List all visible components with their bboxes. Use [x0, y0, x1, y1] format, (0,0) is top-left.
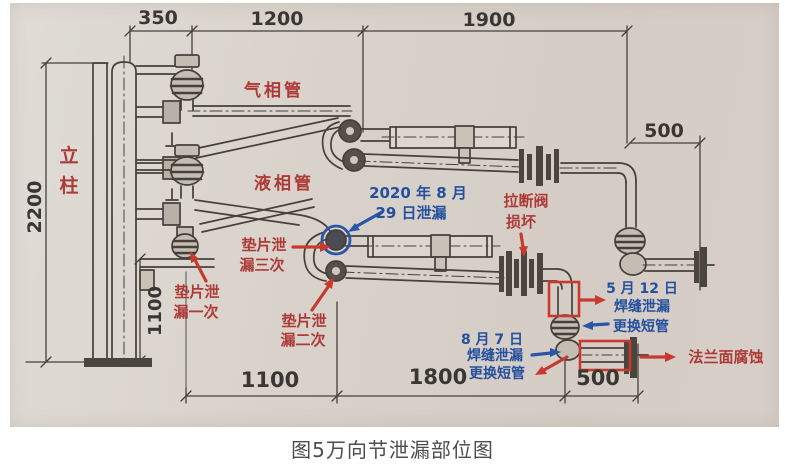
- dim-350: 350: [138, 7, 178, 29]
- label-aug7-2: 焊缝泄漏: [467, 347, 523, 364]
- label-column-char2: 柱: [59, 174, 78, 197]
- blue-leak-labels: 2020 年 8 月 29 日泄漏 5 月 12 日 焊缝泄漏 更换短管 8 月…: [369, 184, 678, 382]
- dimension-lines: [25, 25, 706, 404]
- dim-2200: 2200: [24, 181, 46, 234]
- label-leak2020-1: 2020 年 8 月: [369, 184, 467, 202]
- weld-leak-box-may12: [547, 280, 581, 318]
- label-may12-2: 焊缝泄漏: [614, 298, 670, 315]
- label-aug7-3: 更换短管: [469, 365, 525, 382]
- liquid-yoke: [303, 229, 347, 282]
- red-part-labels: 立 柱 气相管 液相管 垫片泄 漏三次 垫片泄 漏一次 垫片泄 漏二次 拉断阀 …: [59, 80, 763, 366]
- label-breakaway-2: 损坏: [506, 213, 536, 231]
- gas-counterweight: [360, 125, 525, 164]
- dimension-labels: 350 1200 1900 500 2200 1100 1100 1800 50…: [24, 7, 684, 392]
- label-gasket-one-2: 漏一次: [173, 303, 218, 321]
- gas-yoke: [321, 119, 366, 172]
- label-flange-corrosion: 法兰面腐蚀: [688, 348, 763, 366]
- liquid-riser-swivel: [135, 144, 205, 199]
- leak-highlight-circle-2020: [320, 224, 352, 256]
- dim-1200: 1200: [251, 8, 304, 30]
- label-gas-pipe: 气相管: [243, 80, 304, 101]
- liquid-arm-linkage: [194, 198, 331, 233]
- liquid-counterweight: [345, 234, 501, 272]
- blue-callout-arrows: [355, 210, 610, 357]
- weld-leak-box-aug7: [578, 339, 632, 372]
- label-leak2020-2: 29 日泄漏: [375, 204, 446, 222]
- lower-riser-joint: [139, 226, 215, 291]
- liquid-outer-pipe: [341, 251, 649, 378]
- dim-500-upper: 500: [644, 120, 684, 142]
- label-gasket-three-2: 漏三次: [239, 256, 284, 274]
- label-breakaway-1: 拉断阀: [503, 192, 548, 210]
- dim-1800: 1800: [409, 365, 467, 389]
- dim-1900: 1900: [463, 9, 516, 31]
- figure-caption: 图5万向节泄漏部位图: [291, 438, 494, 462]
- support-column: [84, 55, 152, 367]
- label-gasket-one-1: 垫片泄: [174, 283, 219, 301]
- red-callout-arrows: [192, 232, 669, 372]
- red-arrowheads: [190, 242, 676, 375]
- blue-arrowheads: [348, 223, 593, 357]
- dim-500-bottom: 500: [576, 366, 620, 390]
- label-may12-3: 更换短管: [613, 318, 669, 335]
- label-gasket-two-2: 漏二次: [280, 331, 325, 349]
- label-gasket-two-1: 垫片泄: [281, 312, 326, 330]
- gas-arm-linkage: [187, 105, 353, 159]
- label-aug7-1: 8 月 7 日: [461, 332, 523, 348]
- leak-diagram: 350 1200 1900 500 2200 1100 1100 1800 50…: [24, 7, 764, 404]
- dim-1100-left: 1100: [145, 286, 166, 336]
- gas-riser-swivel: [135, 54, 205, 111]
- label-may12-1: 5 月 12 日: [606, 281, 678, 297]
- gas-outer-pipe: [357, 146, 715, 287]
- label-gasket-three-1: 垫片泄: [241, 236, 286, 254]
- label-column-char1: 立: [59, 144, 78, 167]
- dim-1100-bottom: 1100: [241, 368, 299, 392]
- label-liquid-pipe: 液相管: [254, 173, 314, 194]
